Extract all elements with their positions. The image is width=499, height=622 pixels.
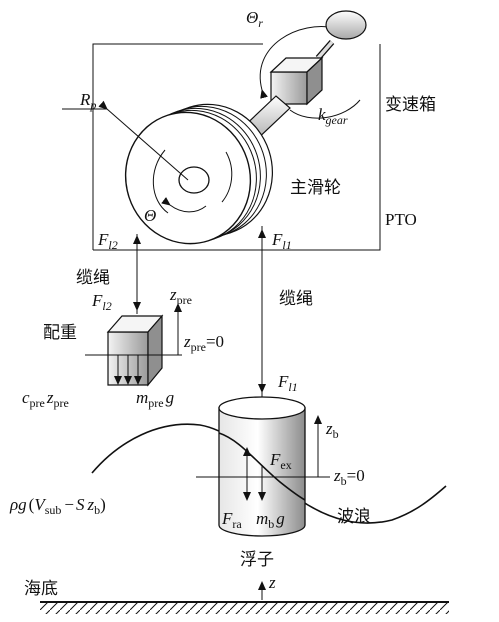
theta-label: Θ xyxy=(144,206,156,225)
wave-front-segment xyxy=(218,432,306,501)
gear-lower-arc xyxy=(289,99,361,119)
f-l1-top-label: Fl1 xyxy=(271,230,292,252)
gearbox-label: 变速箱 xyxy=(385,95,436,115)
cable-left-label: 缆绳 xyxy=(76,268,110,288)
main-pulley-label: 主滑轮 xyxy=(290,178,341,198)
gearbox-cube-side xyxy=(306,56,323,106)
buoy-top xyxy=(218,396,306,420)
f-l2-mid-label: Fl2 xyxy=(91,291,112,313)
f-ex-label: Fex xyxy=(269,450,292,472)
buoy-label: 浮子 xyxy=(240,550,274,570)
counterweight-label: 配重 xyxy=(43,323,77,343)
z-axis-label: z xyxy=(268,573,276,592)
z-b-eq-label: zb=0 xyxy=(333,466,365,488)
counterweight-side xyxy=(147,314,163,387)
pulley-inner-arc-bottom xyxy=(161,197,207,213)
seabed-hatch xyxy=(40,602,449,614)
cable-right-label: 缆绳 xyxy=(279,289,313,309)
theta-r-label: Θr xyxy=(246,8,263,30)
pulley-hub xyxy=(178,166,210,194)
gear-handle-rod-fill xyxy=(316,40,334,60)
z-pre-eq-label: zpre=0 xyxy=(183,332,224,354)
pto-label: PTO xyxy=(385,210,417,229)
k-gear-label: kgear xyxy=(318,105,348,127)
seabed-label: 海底 xyxy=(24,579,58,599)
radius-arrow xyxy=(98,100,189,181)
f-l1-mid-label: Fl1 xyxy=(277,372,298,394)
pto-frame xyxy=(92,43,381,251)
gear-handle-knob xyxy=(325,10,367,40)
rp-label: Rp xyxy=(79,90,96,112)
z-pre-label: zpre xyxy=(169,285,192,307)
f-ra-label: Fra xyxy=(221,509,242,531)
z-b-label: zb xyxy=(325,419,339,441)
gear-rotation-arc xyxy=(259,26,336,99)
wave-label: 波浪 xyxy=(337,507,371,527)
f-l2-top-label: Fl2 xyxy=(97,230,118,252)
pulley-inner-arc-right xyxy=(221,151,233,203)
